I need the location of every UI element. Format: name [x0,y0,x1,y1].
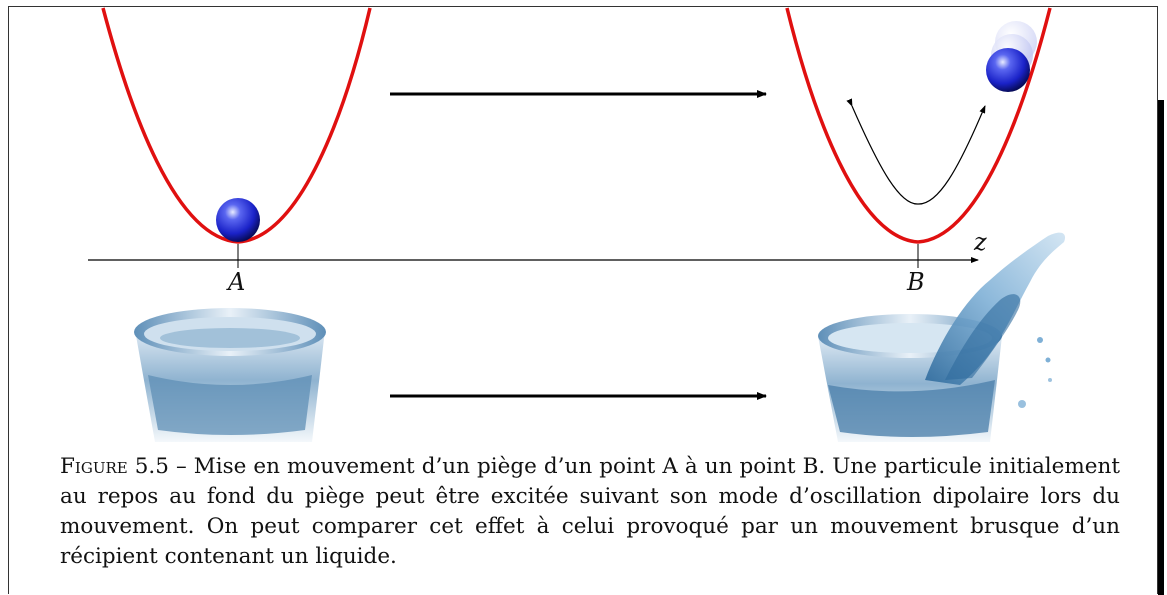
axis-label-z: z [973,228,987,256]
oscillation-arrow [852,106,985,204]
figure-caption: Figure 5.5 – Mise en mouvement d’un pièg… [60,452,1120,572]
caption-separator: – [169,454,194,479]
water-glass-icon [134,308,326,442]
point-label-b: B [906,268,925,296]
particle-sphere-icon [216,198,260,242]
figure-illustration: A B z [0,0,1167,450]
caption-text: Mise en mouvement d’un piège d’un point … [60,454,1120,569]
water-splash-icon [818,233,1065,442]
figure-label: Figure 5.5 [60,454,169,479]
point-label-a: A [226,268,245,296]
particle-sphere-icon [986,48,1030,92]
